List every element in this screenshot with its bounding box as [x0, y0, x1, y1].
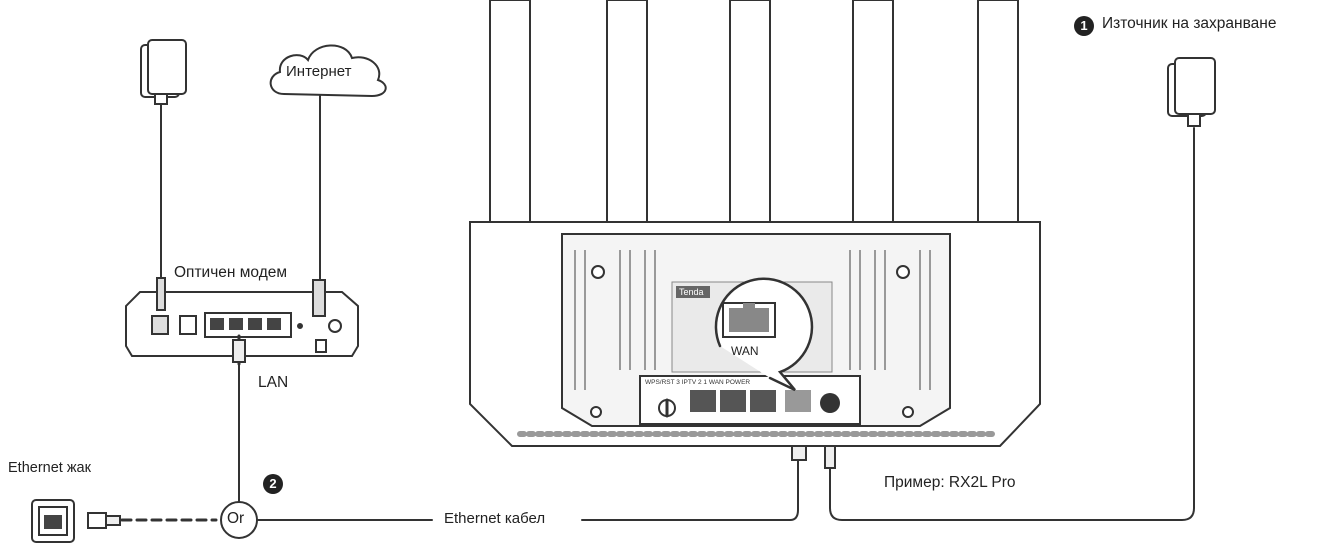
- ethernet-jack-label: Ethernet жак: [8, 460, 91, 476]
- wan-zoom-callout: [714, 277, 814, 392]
- ethernet-wall-jack-icon: [31, 499, 75, 543]
- router-antennas-icon: [489, 0, 1019, 241]
- router-power-adapter-icon: [1167, 57, 1216, 127]
- example-model-label: Пример: RX2L Pro: [884, 474, 1016, 491]
- optical-modem-label: Оптичен модем: [174, 264, 288, 281]
- internet-cloud-icon: [269, 44, 387, 296]
- modem-power-adapter-icon: [140, 39, 187, 301]
- internet-label: Интернет: [286, 63, 352, 80]
- ethernet-plug-icon: [87, 512, 121, 529]
- router-brand-logo: Tenda: [679, 287, 704, 297]
- or-label: Or: [227, 510, 245, 527]
- power-source-label: Източник на захранване: [1102, 15, 1277, 32]
- lan-label: LAN: [258, 374, 289, 391]
- wan-label: WAN: [731, 344, 759, 358]
- router-port-labels: WPS/RST 3 IPTV 2 1 WAN POWER: [645, 379, 750, 386]
- step-1-badge: 1: [1074, 16, 1094, 36]
- optical-modem-icon: [125, 277, 359, 519]
- ethernet-cable-label: Ethernet кабел: [444, 510, 546, 527]
- step-2-badge: 2: [263, 474, 283, 494]
- router-vents: [574, 250, 931, 390]
